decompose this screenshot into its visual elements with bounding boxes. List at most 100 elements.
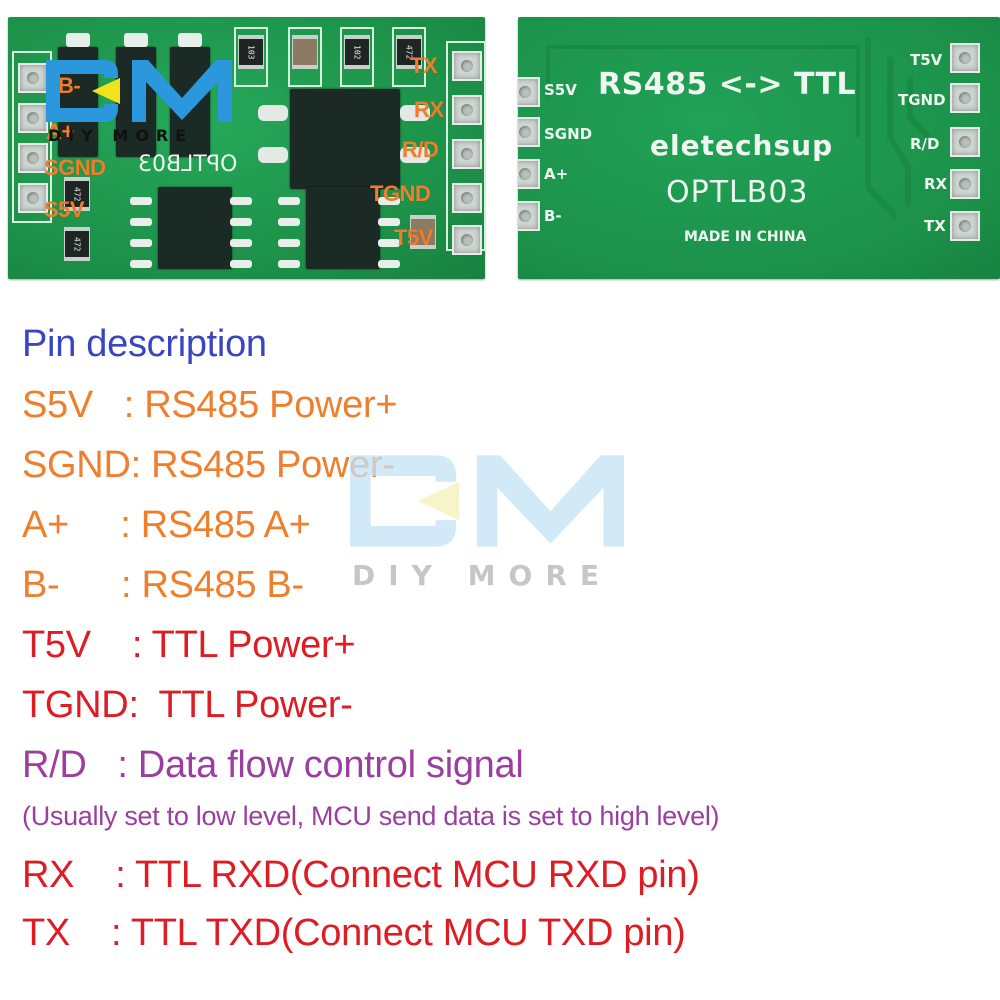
soic-chip <box>158 187 232 269</box>
resistor: 472 <box>64 177 90 211</box>
optocoupler-chip <box>290 89 400 189</box>
left-header-outline <box>12 51 52 223</box>
resistor: 472 <box>64 227 90 261</box>
dm-logo-icon <box>46 60 232 122</box>
lead <box>130 197 152 205</box>
pin-description-heading: Pin description <box>22 323 267 365</box>
diymore-logo-small: DIY MORE <box>46 60 236 152</box>
silk-label-tx: TX <box>924 217 946 235</box>
pin-desc-r-d: R/D : Data flow control signal <box>22 744 524 786</box>
resistor-code: 102 <box>352 44 362 60</box>
resistor-code: 472 <box>72 186 82 202</box>
model-silkscreen: OPTLB03 <box>138 152 238 177</box>
pin-label-tgnd: TGND <box>370 181 431 206</box>
lead <box>400 147 430 163</box>
resistor: 103 <box>238 35 264 69</box>
lead <box>278 197 300 205</box>
pad <box>950 83 980 113</box>
pad <box>18 63 48 93</box>
pcb-back-photo: S5V SGND A+ B- T5V TGND R/D RX TX RS485 … <box>518 17 1000 279</box>
pin-desc-rx: RX : TTL RXD(Connect MCU RXD pin) <box>22 854 700 896</box>
pad <box>452 225 482 255</box>
silk-label-a-plus: A+ <box>544 165 569 183</box>
diymore-brand-text: DIY MORE <box>48 126 194 145</box>
board-title-silk: RS485 <-> TTL <box>598 67 857 102</box>
pin-desc-sgnd: SGND: RS485 Power- <box>22 444 395 486</box>
silk-label-t5v: T5V <box>910 51 943 69</box>
silk-label-rx: RX <box>924 175 948 193</box>
silk-label-tgnd: TGND <box>898 91 946 109</box>
pin-label-t5v: T5V <box>394 225 433 250</box>
pin-label-r-d: R/D <box>402 137 439 162</box>
lead <box>230 239 252 247</box>
pin-label-a-plus: A+ <box>46 119 74 144</box>
pad <box>518 77 540 107</box>
resistor: 102 <box>344 35 370 69</box>
pin-label-rx: RX <box>414 97 444 122</box>
pcb-traces <box>546 37 931 220</box>
pad <box>452 51 482 81</box>
pad <box>18 183 48 213</box>
pin-desc-tx: TX : TTL TXD(Connect MCU TXD pin) <box>22 912 686 954</box>
silk-label-b-minus: B- <box>544 207 562 225</box>
capacitor-outline <box>288 27 322 87</box>
pad <box>950 169 980 199</box>
pad <box>18 103 48 133</box>
pad <box>950 43 980 73</box>
pad <box>518 201 540 231</box>
lead <box>230 260 252 268</box>
board-model-silk: OPTLB03 <box>666 175 809 210</box>
lead <box>66 33 90 47</box>
lead <box>124 33 148 47</box>
pin-desc-b-minus: B- : RS485 B- <box>22 564 304 606</box>
board-origin-silk: MADE IN CHINA <box>684 229 807 245</box>
lead <box>230 197 252 205</box>
lead <box>230 218 252 226</box>
lead <box>378 239 400 247</box>
lead <box>130 239 152 247</box>
pad <box>452 95 482 125</box>
lead <box>278 239 300 247</box>
board-brand-silk: eletechsup <box>650 129 834 162</box>
lead <box>130 260 152 268</box>
lead <box>258 147 288 163</box>
capacitor <box>410 215 436 249</box>
silk-label-s5v: S5V <box>544 81 577 99</box>
pin-label-sgnd: SGND <box>44 155 106 180</box>
pad <box>518 117 540 147</box>
pad <box>950 127 980 157</box>
pin-label-b-minus: B- <box>58 73 81 98</box>
lead <box>378 218 400 226</box>
resistor: 472 <box>396 35 422 69</box>
pin-desc-a-plus: A+ : RS485 A+ <box>22 504 311 546</box>
lead <box>130 218 152 226</box>
pin-desc-s5v: S5V : RS485 Power+ <box>22 384 398 426</box>
pin-label-s5v: S5V <box>44 197 85 222</box>
pin-desc-t5v: T5V : TTL Power+ <box>22 624 356 666</box>
pin-label-tx: TX <box>410 53 438 78</box>
dm-watermark-logo-icon <box>350 455 625 547</box>
pad <box>18 143 48 173</box>
resistor-code: 103 <box>246 44 256 60</box>
resistor-outline <box>392 27 426 87</box>
diymore-watermark: DIY MORE <box>350 455 630 595</box>
watermark-brand-text: DIY MORE <box>352 559 613 592</box>
lead <box>258 105 288 121</box>
resistor-outline <box>340 27 374 87</box>
pin-desc-tgnd: TGND: TTL Power- <box>22 684 353 726</box>
lead <box>278 218 300 226</box>
silk-label-sgnd: SGND <box>544 125 593 143</box>
lead <box>378 197 400 205</box>
lead <box>378 260 400 268</box>
soic-chip <box>306 187 380 269</box>
capacitor <box>292 35 318 69</box>
resistor-code: 472 <box>72 236 82 252</box>
resistor-outline <box>234 27 268 87</box>
resistor-code: 472 <box>404 44 414 60</box>
pad <box>950 211 980 241</box>
lead <box>278 260 300 268</box>
lead <box>400 105 430 121</box>
lead <box>178 33 202 47</box>
pin-desc-r-d-note: (Usually set to low level, MCU send data… <box>22 801 720 831</box>
pad <box>452 139 482 169</box>
